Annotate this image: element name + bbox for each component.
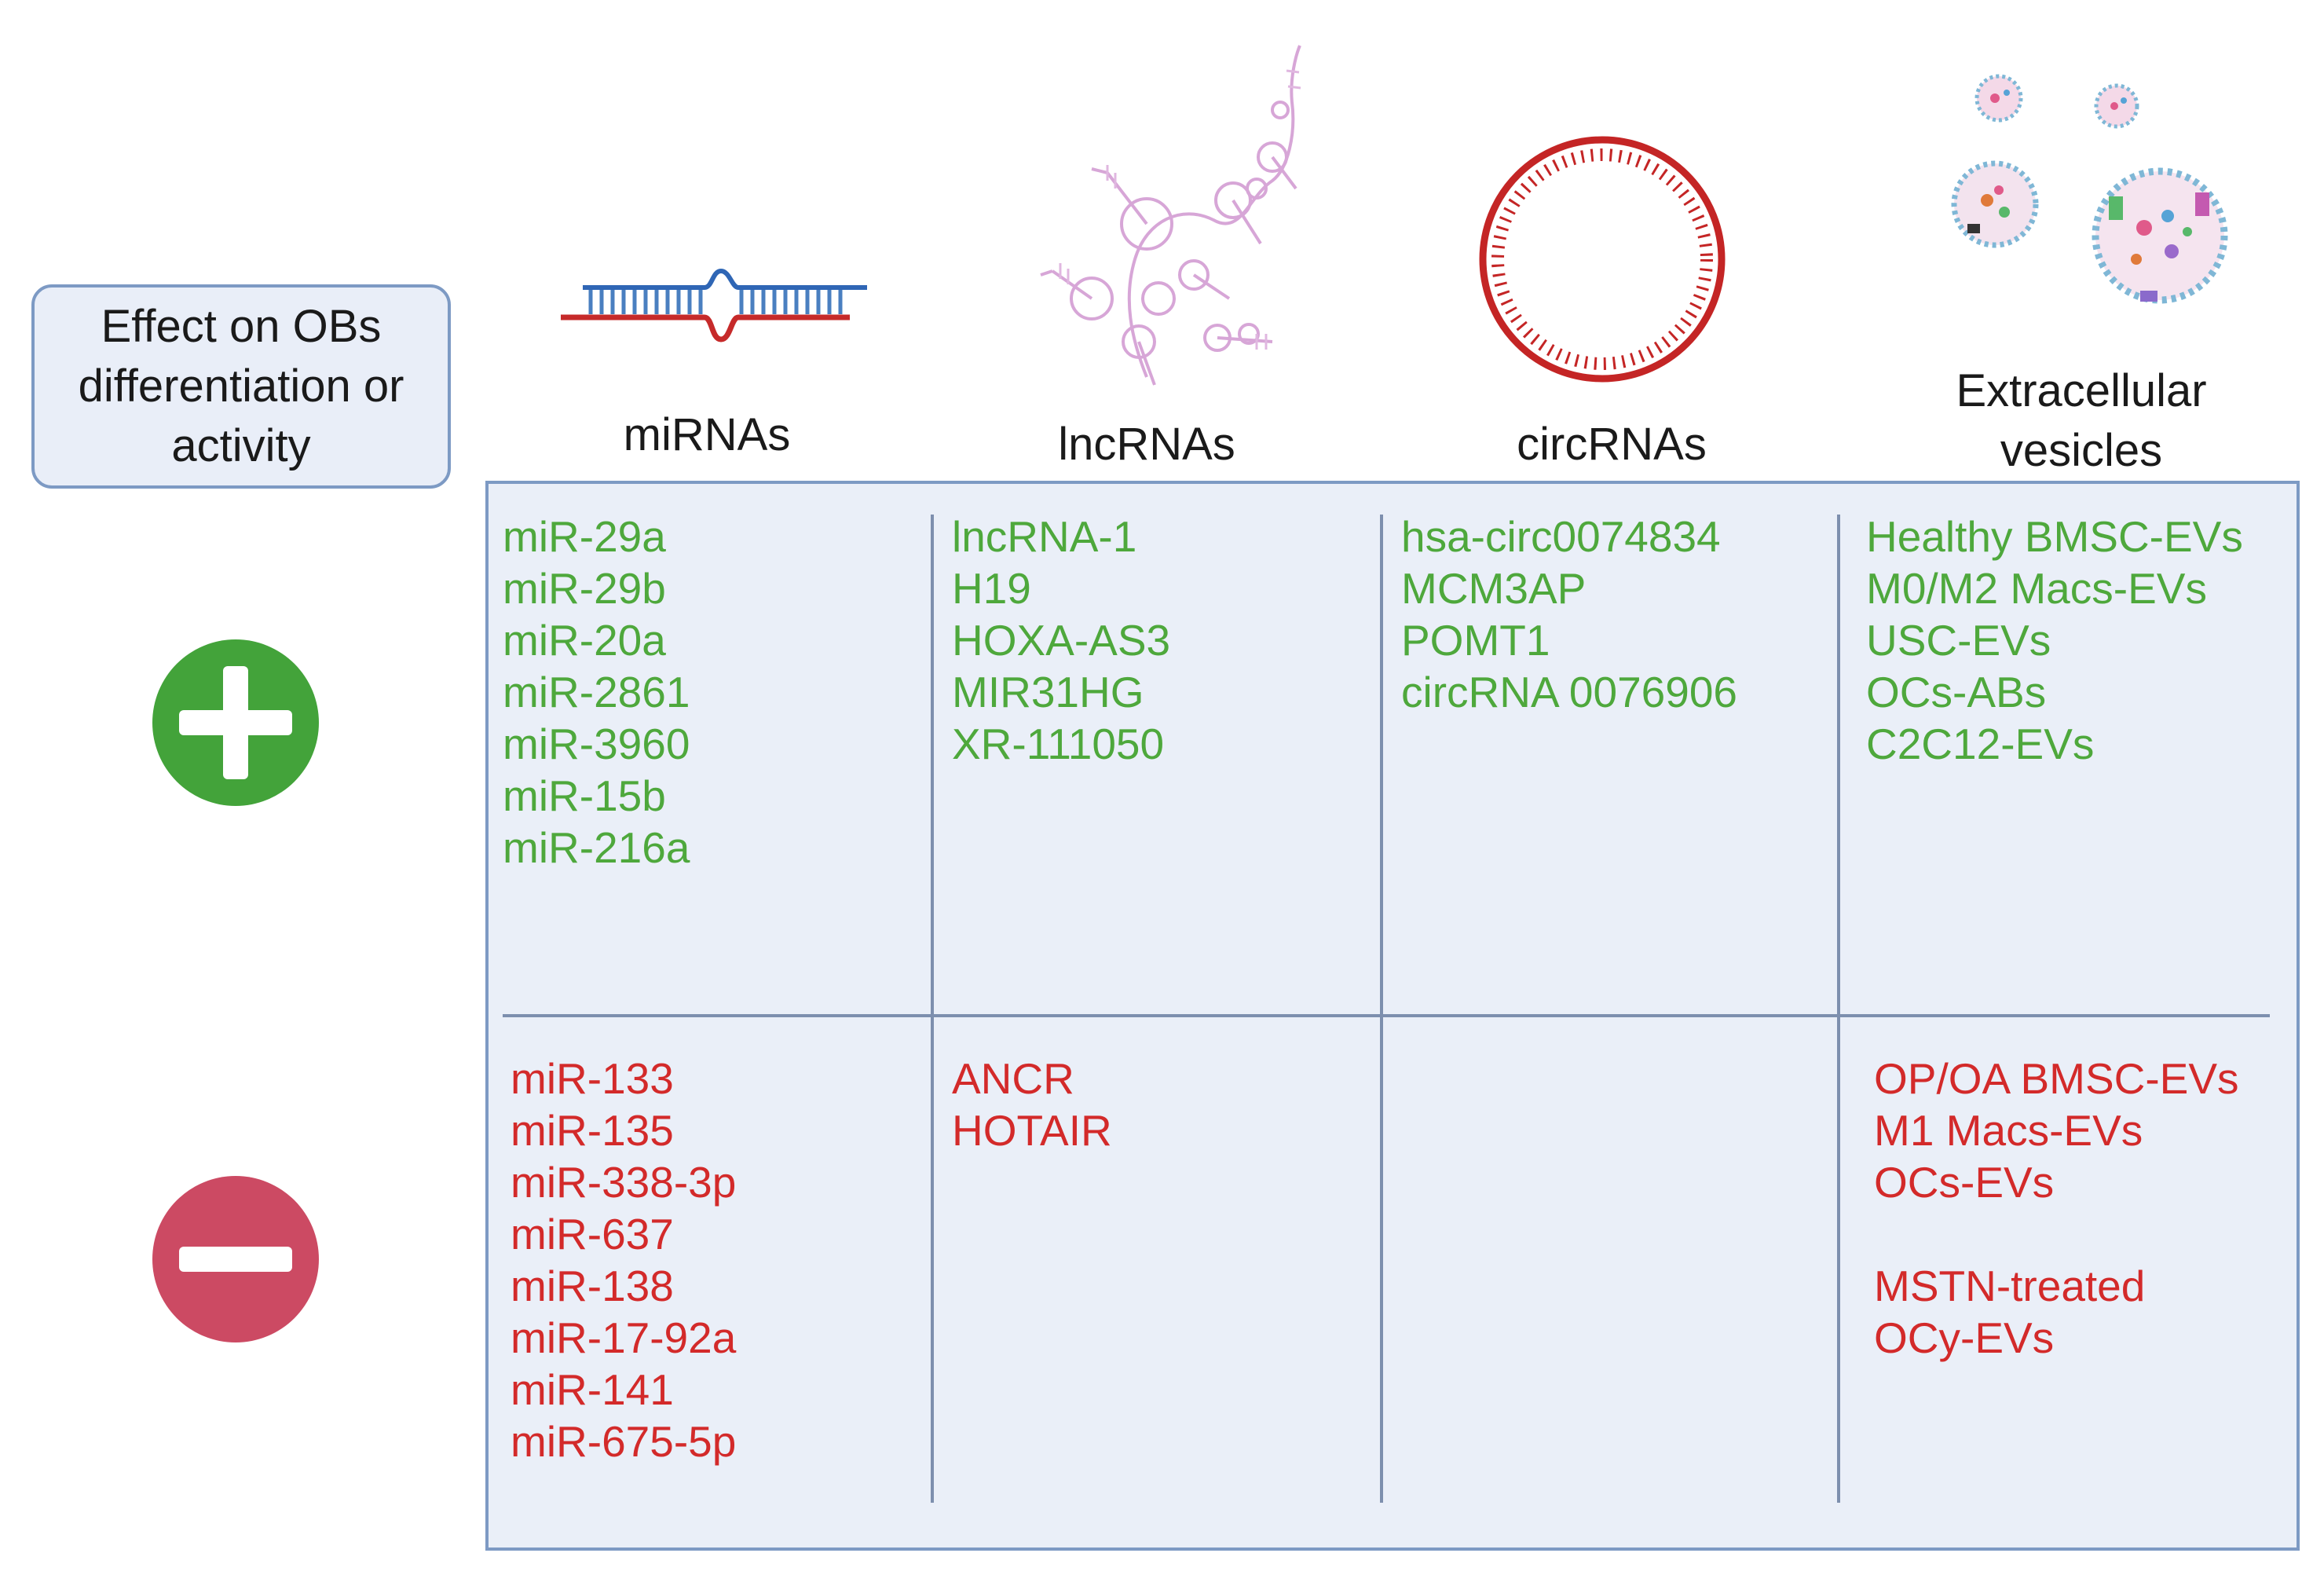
column-header-circrnas: circRNAs <box>1517 419 1707 470</box>
list-item: miR-675-5p <box>511 1417 737 1466</box>
list-item: miR-29a <box>503 512 666 561</box>
list-item: miR-3960 <box>503 720 690 768</box>
plus-circle-icon <box>152 639 319 806</box>
list-item: OCs-EVs <box>1874 1158 2055 1207</box>
positive-evs-list: Healthy BMSC-EVs M0/M2 Macs-EVs USC-EVs … <box>1866 511 2243 770</box>
circrna-ring-icon <box>1479 136 1726 383</box>
list-item: M0/M2 Macs-EVs <box>1866 564 2207 613</box>
minus-circle-icon <box>152 1176 319 1342</box>
list-item: HOXA-AS3 <box>952 616 1171 665</box>
list-item: MSTN-treated <box>1874 1262 2146 1310</box>
list-item: lncRNA-1 <box>952 512 1137 561</box>
negative-lncrnas-list: ANCR HOTAIR <box>952 1053 1112 1156</box>
list-item: OCy-EVs <box>1874 1313 2055 1362</box>
list-item: OCs-ABs <box>1866 668 2047 716</box>
row-label-line: activity <box>171 420 311 471</box>
list-item: POMT1 <box>1401 616 1550 665</box>
list-item: circRNA 0076906 <box>1401 668 1738 716</box>
row-label-box: Effect on OBs differentiation or activit… <box>31 284 451 489</box>
list-item: miR-17-92a <box>511 1313 737 1362</box>
negative-mirnas-list: miR-133 miR-135 miR-338-3p miR-637 miR-1… <box>511 1053 736 1467</box>
mirna-hairpin-icon <box>561 268 867 342</box>
list-spacer <box>1874 1208 2239 1260</box>
list-item: MCM3AP <box>1401 564 1587 613</box>
column-header-lncrnas: lncRNAs <box>1058 419 1235 470</box>
list-item: M1 Macs-EVs <box>1874 1106 2143 1155</box>
lncrna-structure-icon <box>1040 45 1301 386</box>
list-item: miR-138 <box>511 1262 674 1310</box>
list-item: miR-135 <box>511 1106 674 1155</box>
list-item: miR-29b <box>503 564 666 613</box>
column-divider <box>1837 515 1840 1503</box>
list-item: miR-338-3p <box>511 1158 737 1207</box>
list-item: miR-216a <box>503 823 690 872</box>
column-header-evs-line: Extracellular <box>1956 365 2207 416</box>
positive-mirnas-list: miR-29a miR-29b miR-20a miR-2861 miR-396… <box>503 511 690 874</box>
column-header-evs: Extracellular vesicles <box>1916 361 2246 481</box>
list-item: miR-20a <box>503 616 666 665</box>
list-item: miR-2861 <box>503 668 690 716</box>
list-item: miR-15b <box>503 771 666 820</box>
positive-circrnas-list: hsa-circ0074834 MCM3AP POMT1 circRNA 007… <box>1401 511 1737 718</box>
list-item: H19 <box>952 564 1031 613</box>
list-item: miR-637 <box>511 1210 674 1258</box>
list-item: OP/OA BMSC-EVs <box>1874 1054 2239 1103</box>
list-item: hsa-circ0074834 <box>1401 512 1721 561</box>
column-divider <box>1380 515 1383 1503</box>
list-item: ANCR <box>952 1054 1074 1103</box>
list-item: XR-111050 <box>952 720 1165 768</box>
list-item: C2C12-EVs <box>1866 720 2095 768</box>
positive-lncrnas-list: lncRNA-1 H19 HOXA-AS3 MIR31HG XR-111050 <box>952 511 1170 770</box>
row-label-line: Effect on OBs <box>101 301 382 352</box>
negative-evs-list: OP/OA BMSC-EVs M1 Macs-EVs OCs-EVs MSTN-… <box>1874 1053 2239 1364</box>
list-item: MIR31HG <box>952 668 1144 716</box>
list-item: USC-EVs <box>1866 616 2051 665</box>
list-item: miR-141 <box>511 1365 674 1414</box>
extracellular-vesicles-icon <box>1951 74 2228 304</box>
column-divider <box>931 515 934 1503</box>
list-item: miR-133 <box>511 1054 674 1103</box>
row-label-line: differentiation or <box>78 361 404 412</box>
column-header-evs-line: vesicles <box>2000 425 2163 476</box>
row-divider <box>503 1014 2270 1017</box>
column-header-mirnas: miRNAs <box>623 409 791 460</box>
list-item: HOTAIR <box>952 1106 1112 1155</box>
list-item: Healthy BMSC-EVs <box>1866 512 2243 561</box>
